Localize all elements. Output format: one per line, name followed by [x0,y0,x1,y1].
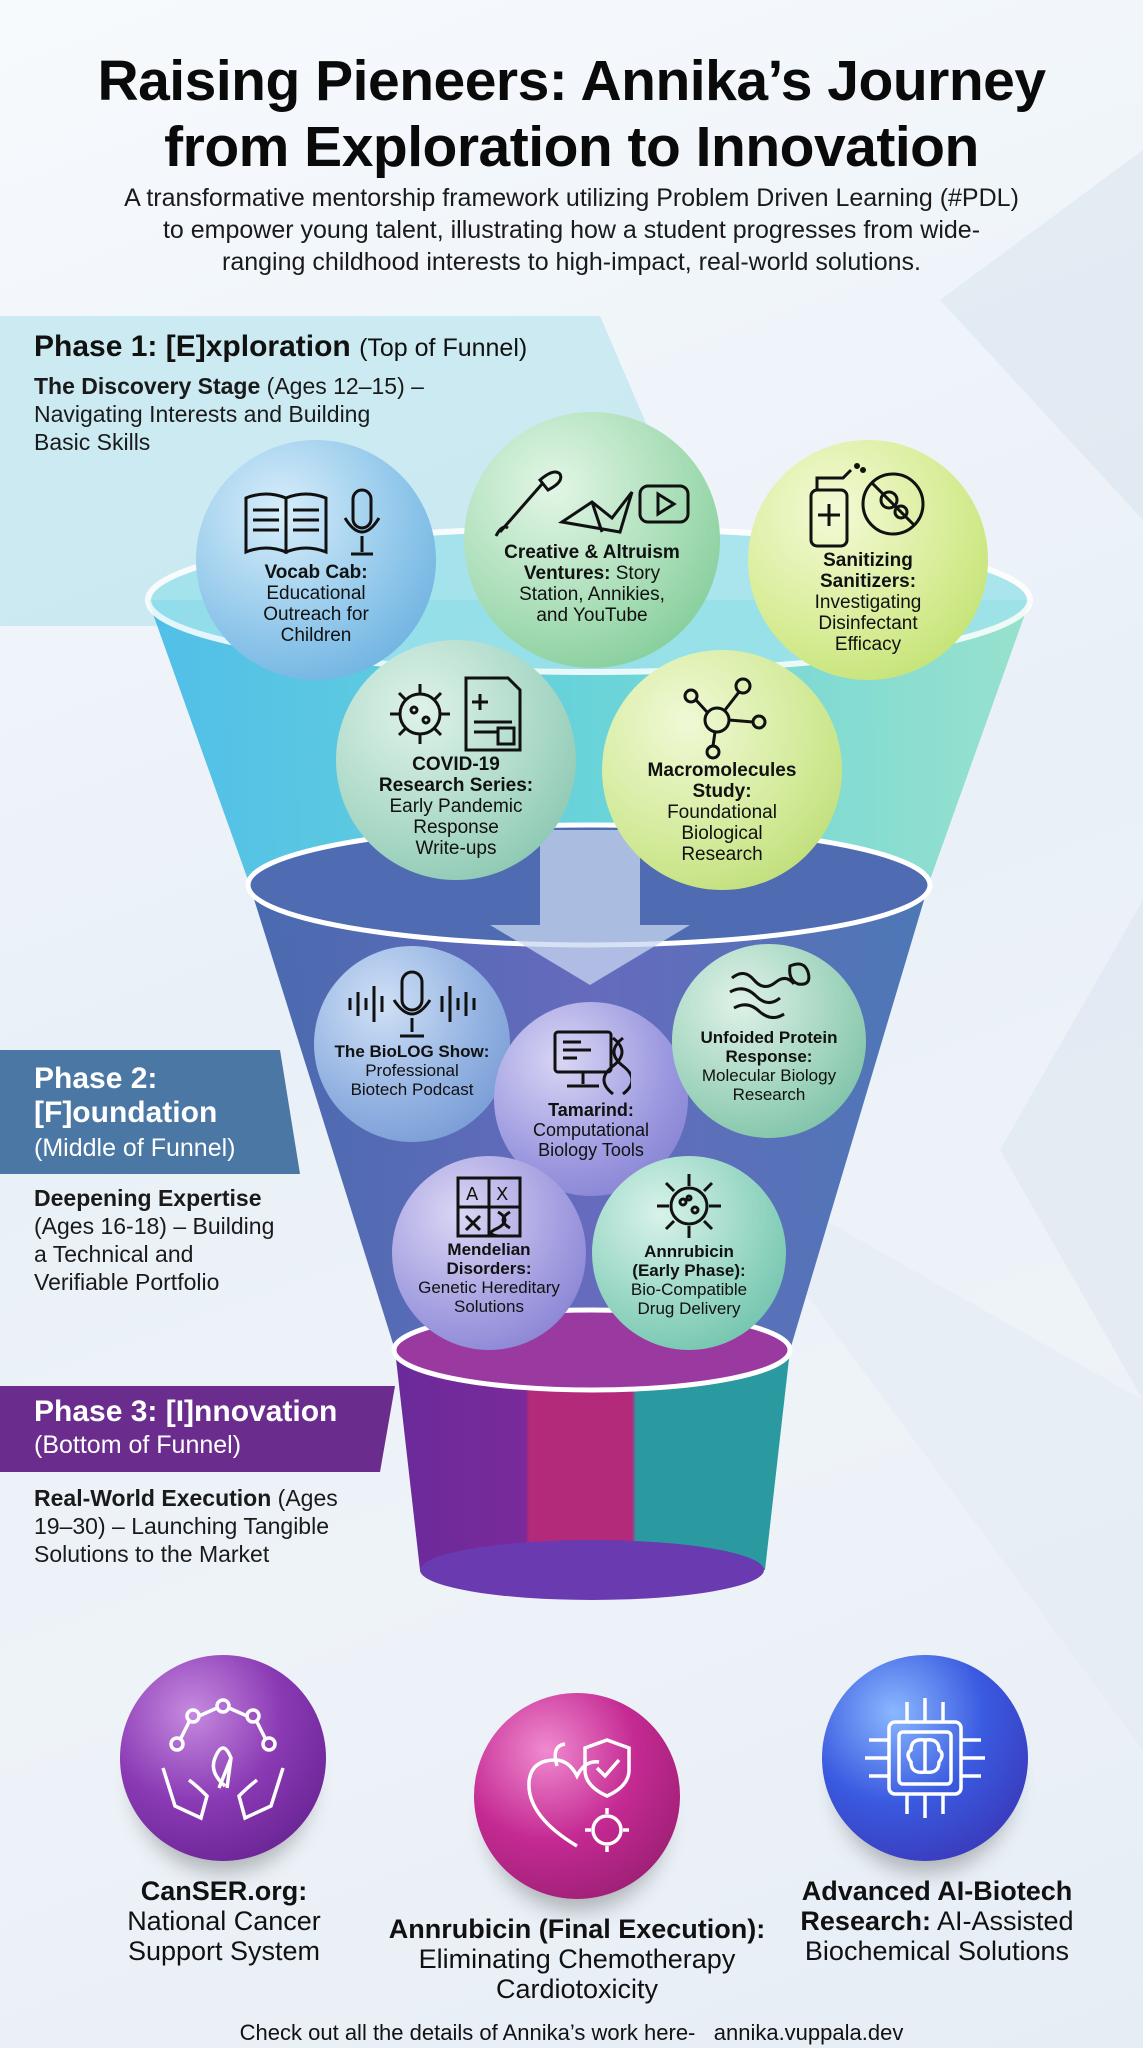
svg-text:X: X [496,1184,508,1205]
footer: Check out all the details of Annika’s wo… [0,2020,1143,2046]
heart-shield-virus-icon [527,1738,631,1852]
punnett-square-dna-icon: A X [456,1176,522,1238]
canser-sphere [120,1655,326,1861]
footer-text: Check out all the details of Annika’s wo… [239,2020,696,2045]
network-hands-ribbon-icon [161,1698,285,1821]
spray-bottle-no-germs-icon [809,463,925,548]
ai-biotech-sphere [822,1655,1028,1861]
footer-link[interactable]: annika.vuppala.dev [713,2020,904,2045]
virus-report-icon [390,676,522,752]
podcast-microphone-icon [348,970,476,1038]
annrubicin-final-label: Annrubicin (Final Execution):Eliminating… [388,1914,766,2004]
phase2-description: Deepening Expertise(Ages 16-18) – Buildi… [34,1185,275,1295]
computer-dna-icon [553,1030,631,1096]
protein-folding-icon [729,962,811,1019]
phase2-band [0,1050,300,1174]
brush-crane-video-icon [494,470,690,537]
ai-brain-chip-icon [865,1698,985,1818]
phase1-description: The Discovery Stage (Ages 12–15) –Naviga… [34,373,424,455]
phase3-title: Phase 3: [I]nnovation(Bottom of Funnel) [34,1395,338,1460]
phase1-title: Phase 1: [E]xploration (Top of Funnel) [34,330,528,363]
molecule-icon [683,677,767,760]
phase2-title: Phase 2:[F]oundation(Middle of Funnel) [34,1062,236,1162]
page-subtitle: A transformative mentorship framework ut… [124,184,1019,276]
nanoparticle-icon [657,1174,721,1238]
annrubicin-final-sphere [474,1693,680,1899]
book-microphone-icon [244,488,381,556]
svg-text:A: A [466,1184,479,1205]
phase3-band [0,1386,395,1472]
